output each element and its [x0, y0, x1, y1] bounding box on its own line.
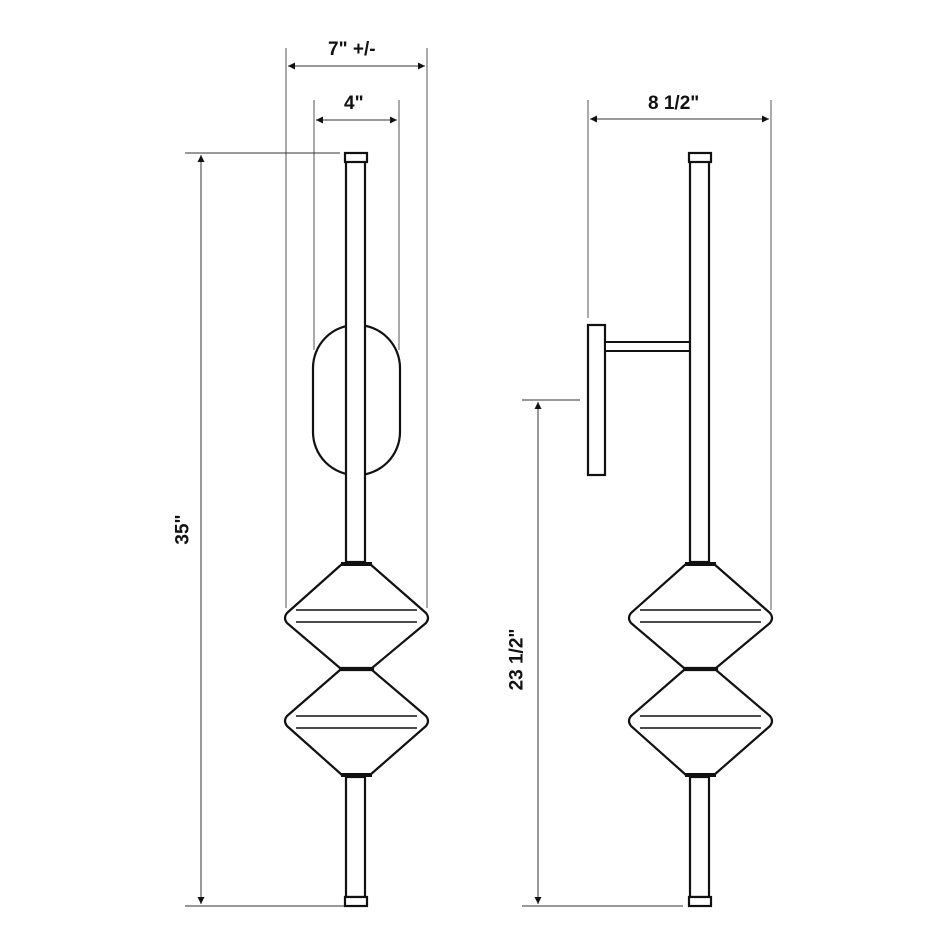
- dimension-label-8-5in: 8 1/2": [648, 93, 700, 114]
- bottom-end-cap: [687, 895, 713, 908]
- dimension-label-35in: 35": [172, 514, 194, 545]
- dimension-label-4in: 4": [344, 93, 364, 114]
- lower-diamond-shade: [627, 667, 774, 777]
- rod-lower: [688, 775, 711, 899]
- upper-diamond-shade: [627, 562, 774, 670]
- dimension-label-7in: 7" +/-: [328, 39, 376, 60]
- rod-lower: [344, 775, 367, 899]
- horizontal-arm: [604, 341, 691, 352]
- side-view: [522, 100, 774, 908]
- top-end-cap: [687, 151, 713, 164]
- front-view: [185, 48, 430, 908]
- wall-plate: [586, 323, 607, 477]
- top-end-cap: [343, 151, 369, 164]
- bottom-end-cap: [343, 895, 369, 908]
- rod-upper: [344, 158, 367, 564]
- rod-upper: [688, 158, 711, 564]
- upper-diamond-shade: [283, 562, 430, 670]
- dimension-label-23-5in: 23 1/2": [506, 628, 528, 691]
- lower-diamond-shade: [283, 667, 430, 777]
